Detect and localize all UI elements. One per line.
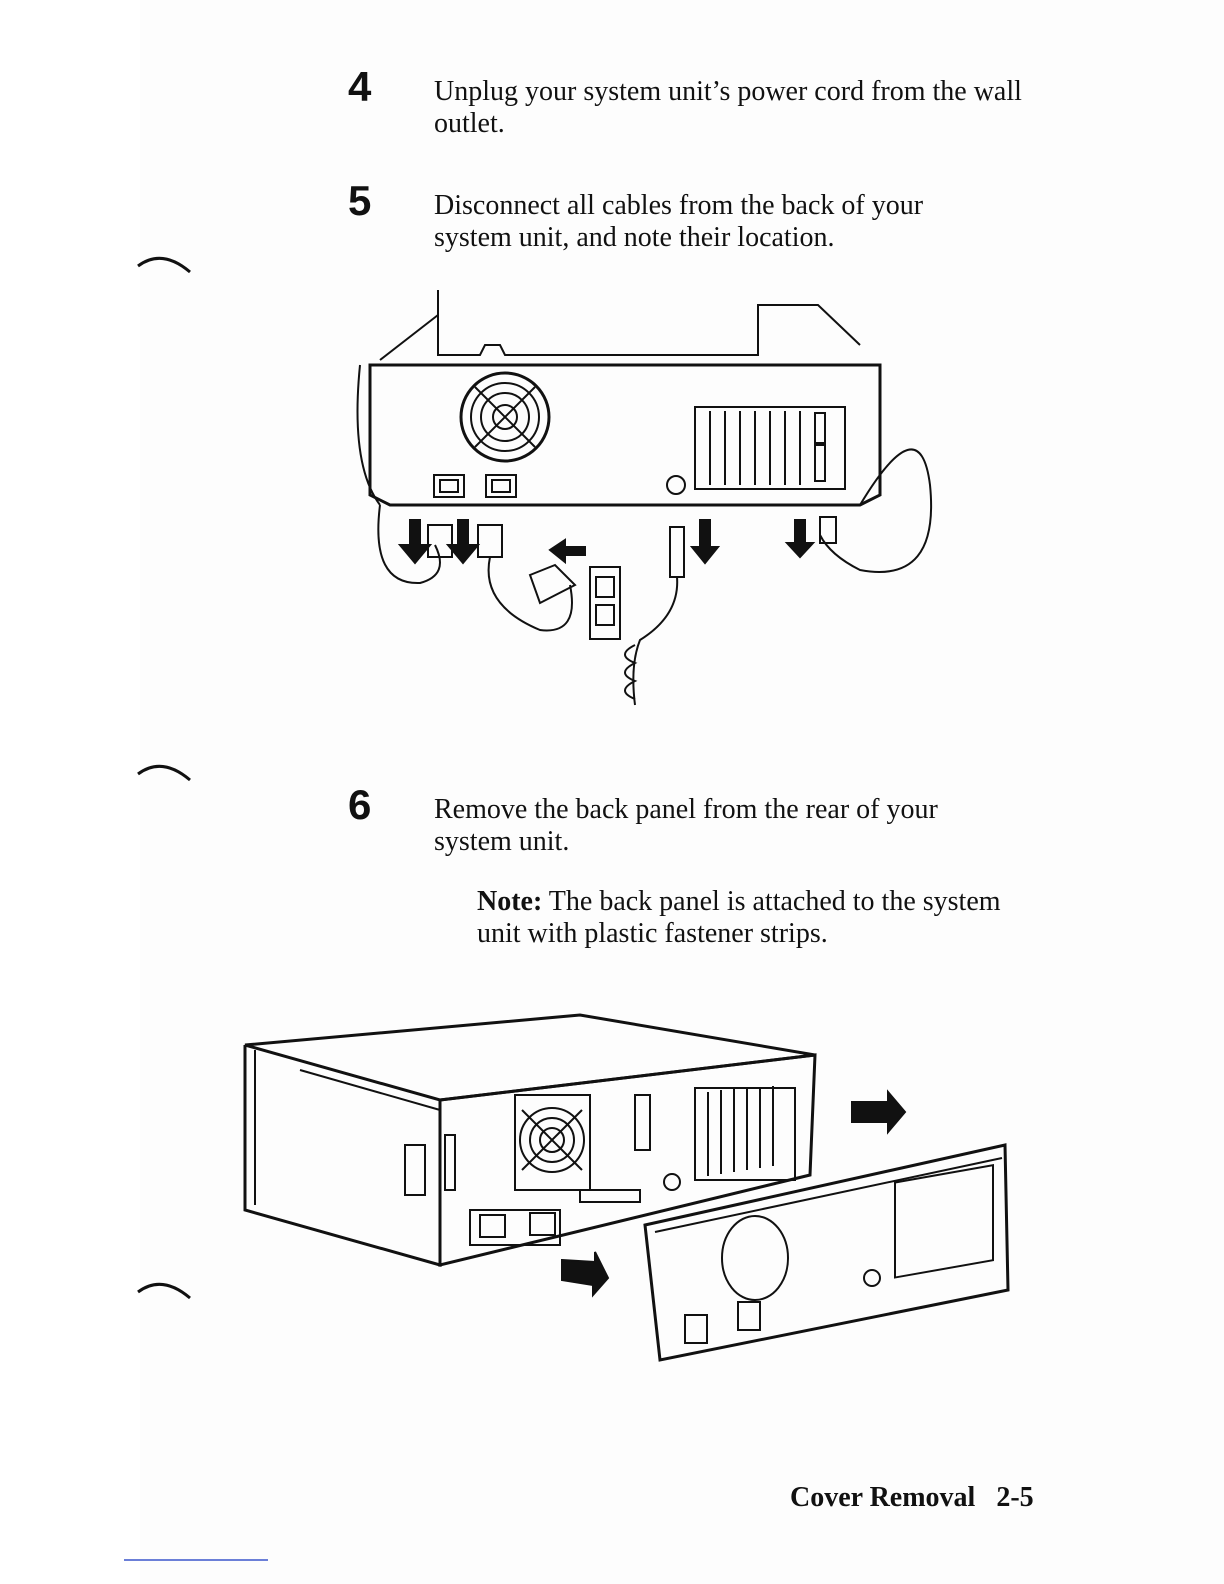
footer-rule — [124, 1559, 268, 1561]
footer-section: Cover Removal — [790, 1482, 976, 1513]
page-footer: Cover Removal 2-5 — [790, 1482, 1034, 1514]
binder-arc-bottom — [137, 1282, 191, 1300]
note-text: The back panel is attached to the system… — [477, 886, 1001, 949]
binder-arc-top — [137, 256, 191, 274]
binder-arc-middle — [137, 764, 191, 782]
step-5-text: Disconnect all cables from the back of y… — [434, 190, 924, 253]
cable-disconnect-illustration — [356, 290, 933, 706]
step-4-text: Unplug your system unit’s power cord fro… — [434, 76, 1022, 139]
note-block: Note: The back panel is attached to the … — [477, 886, 1017, 950]
step-4-number: 4 — [348, 63, 372, 110]
step-6-number: 6 — [348, 781, 372, 828]
back-panel-removal-illustration — [243, 1013, 1010, 1362]
note-label: Note: — [477, 886, 543, 917]
footer-page-number: 2-5 — [996, 1482, 1034, 1513]
step-6-text: Remove the back panel from the rear of y… — [434, 794, 938, 857]
step-5-number: 5 — [348, 177, 372, 224]
page-margin — [0, 0, 140, 1584]
